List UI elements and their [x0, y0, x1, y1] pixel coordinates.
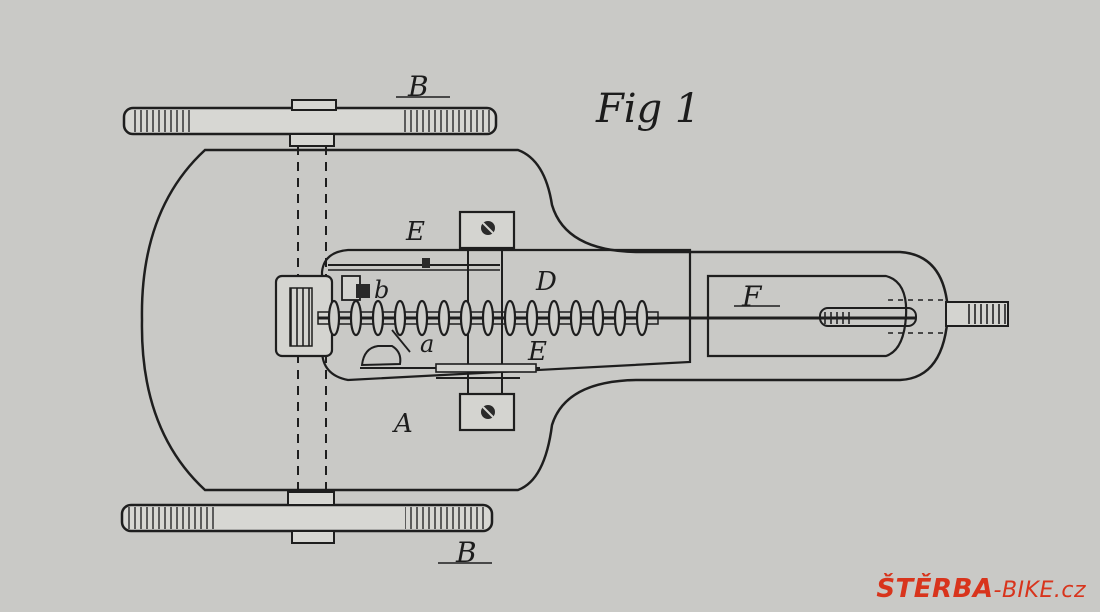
axle-dashed [297, 146, 327, 492]
label-small-b: b [374, 276, 389, 304]
watermark-suffix: -BIKE.cz [993, 578, 1086, 603]
spring-coil [349, 299, 363, 337]
label-bracket-bottom: E [527, 337, 547, 367]
label-bracket-top: E [405, 217, 425, 247]
label-frame: A [392, 409, 413, 439]
spring-coil [613, 299, 627, 337]
spring-coil [547, 299, 561, 337]
label-small-a: a [420, 330, 434, 358]
site-watermark: ŠTĚRBA-BIKE.cz [876, 574, 1086, 604]
spring-coil [327, 299, 341, 337]
top-wheel [122, 99, 498, 147]
label-wheel-top: B [407, 70, 429, 103]
frame-outline [140, 148, 950, 492]
threaded-tip [945, 301, 1009, 327]
label-handle-slot: F [741, 280, 763, 313]
spring-coil [371, 299, 385, 337]
bracket-top [458, 210, 516, 250]
bracket-bottom [458, 392, 516, 432]
label-wheel-bottom: B [455, 536, 477, 569]
spring-coil [393, 299, 407, 337]
spring-shaft [317, 299, 915, 337]
spring-coil [569, 299, 583, 337]
bottom-wheel [120, 491, 494, 544]
spring-coil [437, 299, 451, 337]
spring-coil [591, 299, 605, 337]
spring-coil [525, 299, 539, 337]
spring-coil [635, 299, 649, 337]
spring-coil [459, 299, 473, 337]
spring-coil [481, 299, 495, 337]
figure-title: Fig 1 [595, 86, 700, 132]
label-center: D [535, 267, 557, 297]
spring-coil [415, 299, 429, 337]
spring-coil [503, 299, 517, 337]
watermark-brand: ŠTĚRBA [876, 574, 994, 604]
handle-slot [706, 274, 908, 358]
